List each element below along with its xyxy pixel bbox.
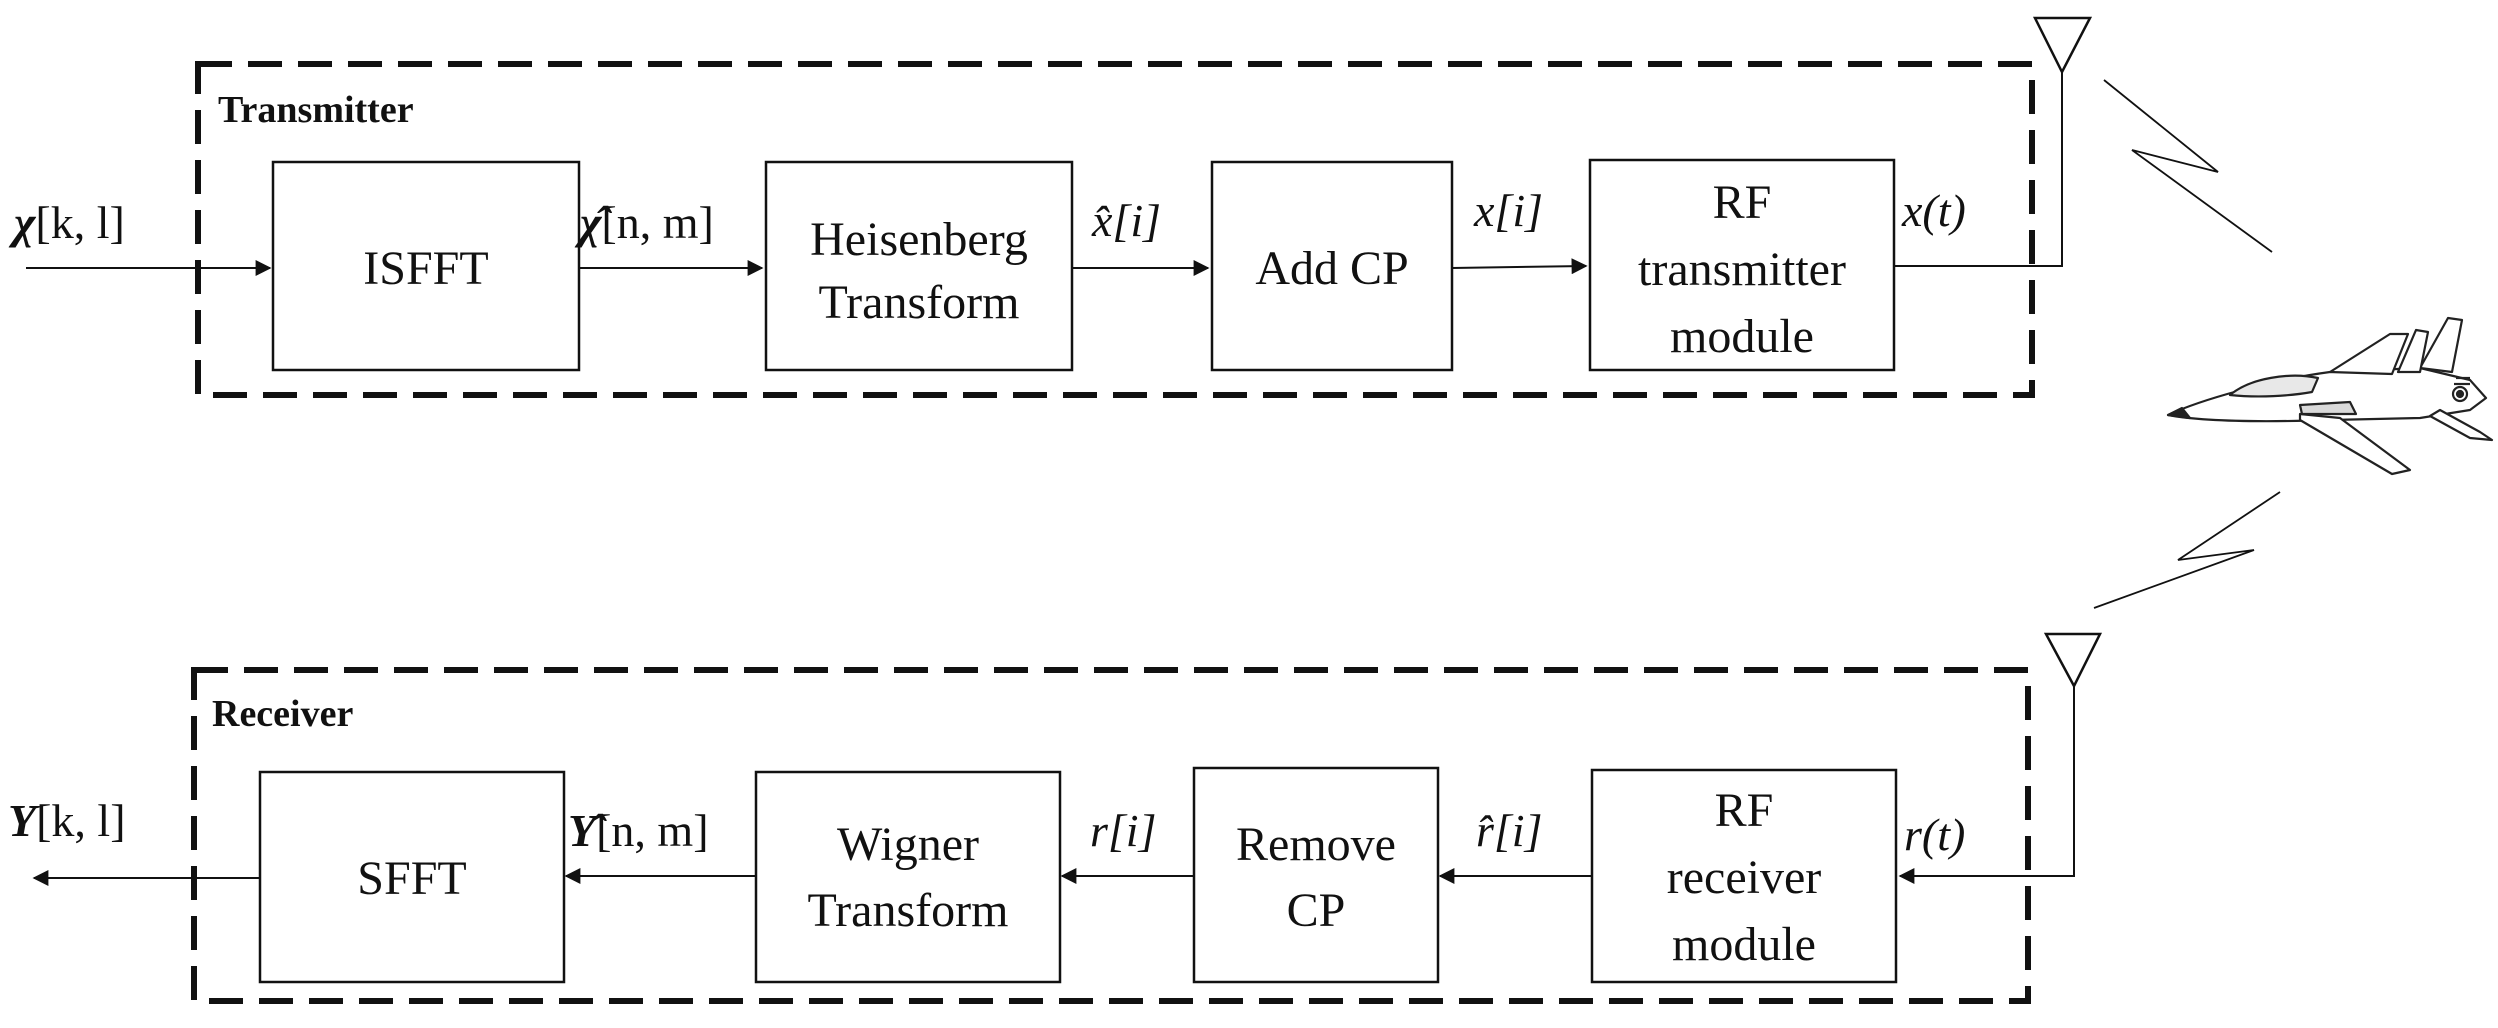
heisenberg-label-line2: Transform — [819, 276, 1020, 329]
tx-signal-after-isfft: χ̂[n, m] — [574, 197, 714, 248]
tx-wireless-link-icon — [2103, 79, 2273, 253]
tx-antenna-icon — [2032, 16, 2093, 75]
remove-cp-block: Remove CP — [1192, 766, 1440, 984]
rf-rx-label-line1: RF — [1715, 784, 1774, 837]
rf-tx-label-line2: transmitter — [1638, 243, 1846, 296]
rx-signal-after-wigner: Υ̂[n, m] — [568, 805, 709, 856]
wire-antenna-to-rfrx — [1898, 686, 2075, 884]
rx-signal-after-removecp: r[i] — [1090, 805, 1156, 856]
receiver-section — [191, 667, 2031, 1004]
add-cp-block: Add CP — [1210, 160, 1454, 372]
rx-antenna-icon — [2043, 632, 2103, 689]
heisenberg-transform-block: Heisenberg Transform — [764, 160, 1074, 372]
wire-rftx-to-antenna — [1894, 72, 2063, 267]
tx-signal-after-heisenberg: x̂[i] — [1091, 195, 1161, 246]
fighter-jet-icon — [2166, 316, 2494, 476]
remove-cp-label-line2: CP — [1287, 884, 1346, 937]
transmitter-section — [195, 61, 2035, 398]
heisenberg-label-line1: Heisenberg — [810, 213, 1028, 266]
isfft-block: ISFFT — [271, 160, 581, 372]
rf-rx-label-line2: receiver — [1667, 851, 1822, 904]
add-cp-label: Add CP — [1255, 242, 1408, 295]
receiver-title: Receiver — [212, 693, 353, 735]
rx-signal-after-rf: r̂[i] — [1476, 805, 1542, 856]
tx-signal-after-rf: x(t) — [1901, 185, 1966, 236]
rx-rf-input-signal: r(t) — [1904, 809, 1965, 860]
rf-receiver-module-block: RF receiver module — [1590, 768, 1898, 984]
tx-signal-after-addcp: x[i] — [1473, 185, 1543, 236]
arrow-addcp-to-rftx — [1451, 258, 1588, 275]
wigner-label-line2: Transform — [808, 884, 1009, 937]
rx-output-signal-label: Υ[k, l] — [8, 795, 126, 846]
isfft-block-label: ISFFT — [363, 242, 488, 295]
rf-tx-label-line3: module — [1670, 310, 1814, 363]
sfft-block-label: SFFT — [357, 852, 466, 905]
rf-transmitter-module-block: RF transmitter module — [1588, 158, 1896, 372]
remove-cp-label-line1: Remove — [1236, 818, 1396, 871]
rx-wireless-link-icon — [2093, 491, 2281, 609]
tx-input-signal-label: χ[k, l] — [8, 197, 125, 248]
rf-tx-label-line1: RF — [1713, 176, 1772, 229]
transmitter-title: Transmitter — [218, 89, 414, 131]
wigner-label-line1: Wigner — [837, 818, 979, 871]
wigner-transform-block: Wigner Transform — [754, 770, 1062, 984]
sfft-block: SFFT — [258, 770, 566, 984]
rf-rx-label-line3: module — [1672, 918, 1816, 971]
